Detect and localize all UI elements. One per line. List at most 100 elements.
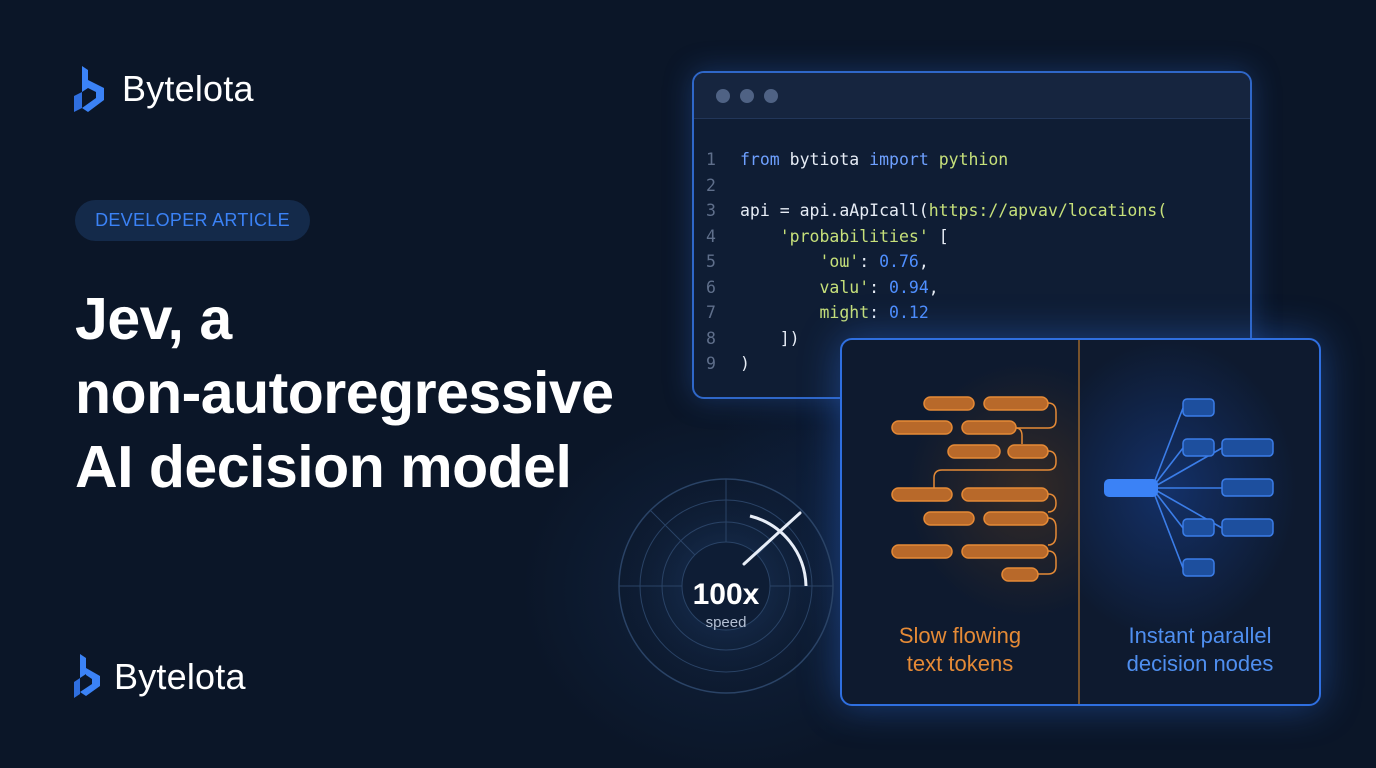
token-bar [923,511,975,526]
title-line-3: AI decision model [75,434,572,500]
decision-node [1182,518,1215,537]
gauge-tick [649,509,696,556]
code-body: 1 from bytiota import pythion 2 3 api = … [694,119,1250,377]
token-bar [1001,567,1039,582]
code-string: 'oɯ' [819,252,860,272]
title-line-2: non-autoregressive [75,360,614,426]
code-number: 0.94 [889,277,929,297]
decision-node [1221,518,1274,537]
code-keyword: import [869,150,929,170]
code-text: , [918,252,929,272]
sequential-caption: Slow flowing text tokens [842,622,1078,678]
caption-line: decision nodes [1126,651,1274,676]
decision-node [1221,478,1274,497]
token-bar [961,487,1049,502]
code-number: 0.76 [879,252,919,272]
token-connector [1047,517,1057,546]
code-text: ]) [740,328,800,348]
token-flow-illustration [891,396,1274,582]
bytelota-logo-icon [74,66,104,112]
code-line: 9 ) [694,351,1250,377]
brand-logo-top[interactable]: Bytelota [74,66,254,112]
window-dot-icon[interactable] [764,88,778,103]
bytelota-logo-icon [74,654,100,698]
code-string: https://apvav/locations( [928,201,1168,221]
token-connector [1038,550,1057,575]
token-connectors [933,402,1057,575]
leaf-nodes [1182,398,1274,577]
code-text: bytiota [779,150,870,170]
root-node [1104,479,1158,497]
token-bar [1007,444,1049,459]
code-text: : [859,252,880,272]
token-bar [891,544,953,559]
token-connector [1016,402,1057,429]
token-connector [1047,493,1057,513]
code-line: 5 'oɯ': 0.76, [694,249,1250,275]
code-indent [740,303,819,322]
code-string: might [819,303,870,323]
caption-line: text tokens [906,651,1014,676]
token-bar [891,420,953,435]
code-line: 4 'probabilities' [ [694,224,1250,250]
decision-node [1182,438,1215,457]
page-title: Jev, a non-autoregressive AI decision mo… [75,282,675,504]
code-indent [740,278,819,297]
code-line: 1 from bytiota import pythion [694,147,1250,173]
line-number: 8 [706,328,716,348]
gauge-value: 100x [692,578,760,611]
code-text: , [928,277,939,297]
brand-name: Bytelota [114,656,246,697]
code-text: : [869,277,890,297]
code-line: 6 valu': 0.94, [694,275,1250,301]
caption-line: Instant parallel [1128,623,1272,648]
code-text: : [869,303,890,323]
tree-edge [1151,487,1184,569]
text-token-bars [891,396,1049,582]
token-bar [961,544,1049,559]
token-connector [933,450,1057,488]
window-titlebar [694,73,1250,119]
code-number: 0.12 [889,303,929,323]
code-line: 7 might: 0.12 [694,300,1250,326]
token-bar [983,396,1049,411]
tree-edge [1151,407,1184,489]
line-number: 1 [706,150,716,170]
panel-divider [1078,340,1080,704]
code-module: pythion [928,150,1009,170]
code-line: 2 [694,173,1250,199]
decision-node-tree [1104,398,1274,577]
decision-node [1182,558,1215,577]
window-dot-icon[interactable] [716,88,730,103]
line-number: 2 [706,175,716,195]
decision-node [1182,398,1215,417]
line-number: 4 [706,226,716,246]
gauge-needle [742,511,802,566]
code-text: ) [740,354,750,374]
code-text: api = api.aApIcall( [740,201,929,221]
window-dot-icon[interactable] [740,88,754,103]
title-line-1: Jev, a [75,286,232,352]
decision-node [1221,438,1274,457]
line-number: 7 [706,303,716,323]
token-bar [983,511,1049,526]
brand-name: Bytelota [122,68,254,109]
gauge-arc [749,514,808,587]
line-number: 5 [706,252,716,272]
code-string: valu' [819,277,870,297]
code-keyword: from [740,150,780,170]
gauge-label: speed [705,614,747,631]
tree-edges [1151,407,1223,569]
code-indent [740,252,819,271]
code-line: 3 api = api.aApIcall(https://apvav/locat… [694,198,1250,224]
line-number: 9 [706,354,716,374]
token-connector [1015,427,1023,444]
line-number: 6 [706,277,716,297]
code-line: 8 ]) [694,326,1250,352]
token-bar [923,396,975,411]
brand-logo-bottom[interactable]: Bytelota [74,654,246,700]
comparison-panel: Slow flowing text tokens Instant paralle… [840,338,1321,706]
code-string: 'probabilities' [779,226,929,246]
line-number: 3 [706,201,716,221]
speed-gauge-icon [618,478,834,694]
